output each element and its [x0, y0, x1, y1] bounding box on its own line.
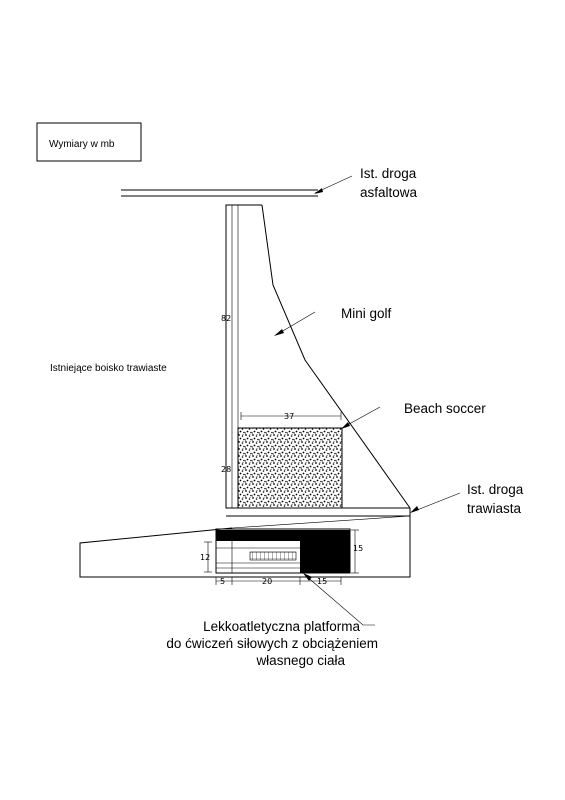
training-platform: [204, 528, 375, 626]
dim-mini-golf-length: 82: [221, 314, 231, 323]
asphalt-road: [121, 175, 353, 197]
mini-golf-label: Mini golf: [341, 306, 392, 321]
dim-platform-seg-c: 15: [317, 577, 327, 586]
legend-text: Wymiary w mb: [49, 139, 115, 150]
grass-road: [226, 492, 461, 529]
platform-label-3: własnego ciała: [255, 653, 345, 668]
grass-road-label-1: Ist. droga: [467, 482, 524, 497]
existing-field-label: Istniejące boisko trawiaste: [50, 363, 167, 374]
beach-soccer-label: Beach soccer: [404, 401, 486, 416]
asphalt-road-label-1: Ist. droga: [360, 166, 417, 181]
platform-label-1: Lekkoatletyczna platforma: [203, 619, 360, 634]
dim-platform-height-left: 12: [200, 553, 210, 562]
platform-label-2: do ćwiczeń siłowych z obciążeniem: [166, 636, 378, 651]
asphalt-road-label-2: asfaltowa: [360, 185, 418, 200]
dim-platform-seg-a: 5: [220, 577, 225, 586]
dim-platform-height-right: 15: [353, 544, 363, 553]
dim-beach-soccer-length: 28: [221, 465, 231, 474]
beach-soccer-court: [237, 406, 381, 509]
dim-beach-soccer-width: 37: [284, 412, 294, 421]
lower-field-strip: [79, 516, 411, 578]
grass-road-label-2: trawiasta: [467, 501, 522, 516]
legend-box: Wymiary w mb: [36, 122, 142, 162]
dim-platform-seg-b: 20: [262, 577, 272, 586]
